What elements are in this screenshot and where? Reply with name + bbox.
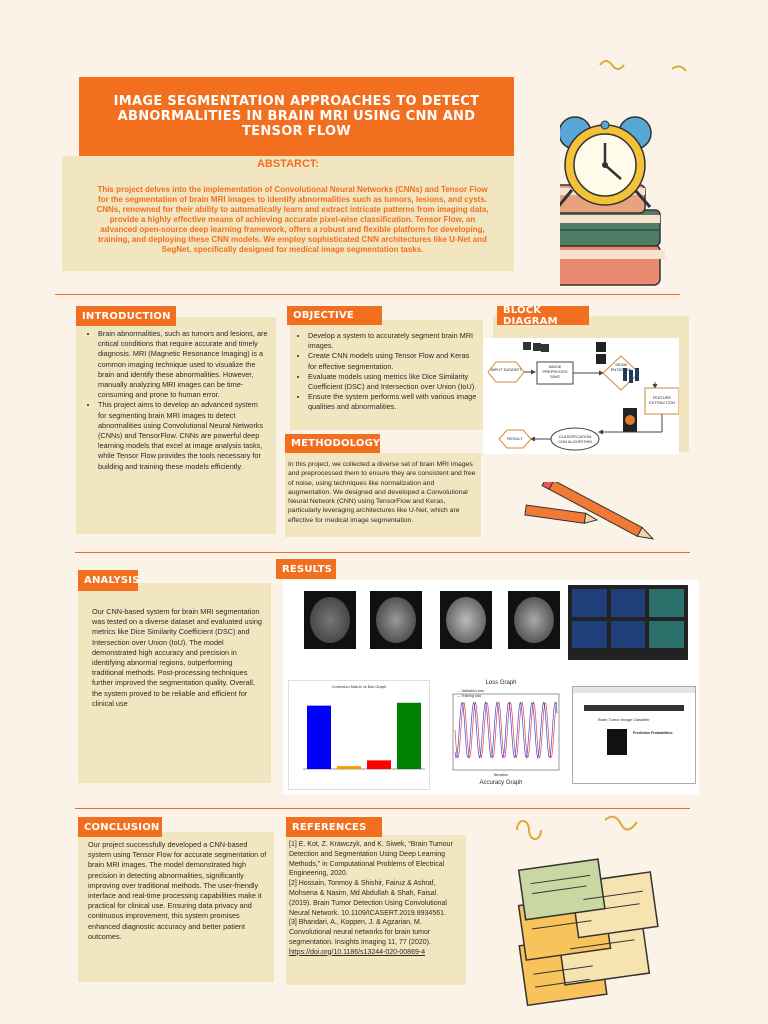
introduction-item: This project aims to develop an advanced… xyxy=(98,400,268,471)
analysis-panel xyxy=(78,583,271,783)
reference-item: [1] E. Kot, Z. Krawczyk, and K. Siwek, “… xyxy=(289,841,453,878)
analysis-text: Our CNN-based system for brain MRI segme… xyxy=(92,607,262,708)
alarm-clock-books-illustration xyxy=(560,60,687,286)
loss-legend: — Validation loss — Training loss xyxy=(457,689,484,698)
conclusion-text: Our project successfully developed a CNN… xyxy=(88,840,267,941)
diagram-node-feature: FEATURE EXTRACTION xyxy=(649,395,675,405)
loss-graph-title: Loss Graph xyxy=(485,680,517,686)
loss-series xyxy=(454,700,558,760)
bar xyxy=(367,760,391,769)
mri-strip xyxy=(290,585,566,659)
mri-image xyxy=(508,591,560,649)
diagram-node-segmentation: SEGM ENTATI ON xyxy=(610,362,632,372)
divider xyxy=(55,294,680,295)
loss-legend-item: Training loss xyxy=(461,694,482,698)
reference-link[interactable]: https://doi.org/10.1186/s13244-020-00869… xyxy=(289,948,426,956)
references-heading: REFERENCES xyxy=(286,817,382,837)
app-screenshot: Brain Tumor Image Classifier Prediction … xyxy=(572,686,696,784)
mri-image xyxy=(370,591,422,649)
objective-panel xyxy=(290,320,483,430)
segmentation-grid xyxy=(568,585,688,660)
block-diagram-heading: BLOCK DIAGRAM xyxy=(497,305,589,327)
bar xyxy=(397,702,421,769)
diagram-node-input: INPUT DATASET xyxy=(490,367,522,372)
app-prediction-label: Prediction Probabilities: xyxy=(633,731,674,735)
abstract-text: This project delves into the implementat… xyxy=(96,185,489,254)
introduction-panel xyxy=(76,317,276,534)
accuracy-caption: Accuracy Graph xyxy=(479,780,523,786)
objective-item: Evaluate models using metrics like Dice … xyxy=(308,372,478,392)
methodology-panel xyxy=(285,453,481,537)
diagram-arrows xyxy=(487,342,679,451)
introduction-text: Brain abnormalities, such as tumors and … xyxy=(88,329,268,472)
references-list: [1] E. Kot, Z. Krawczyk, and K. Siwek, “… xyxy=(289,840,461,958)
reference-item: [2] Hossain, Tonmoy & Shishir, Fairuz & … xyxy=(289,880,447,917)
objective-item: Create CNN models using Tensor Flow and … xyxy=(308,351,478,371)
poster-title: IMAGE SEGMENTATION APPROACHES TO DETECT … xyxy=(79,77,514,156)
conclusion-panel xyxy=(78,832,274,982)
objective-item: Ensure the system performs well with var… xyxy=(308,392,478,412)
references-panel xyxy=(286,835,466,985)
diagram-node-classification: CLASSIFICATION CNN ALGORITHM xyxy=(558,434,592,444)
app-mri-image xyxy=(607,729,627,755)
loss-series xyxy=(454,700,558,760)
reference-item: [3] Bhandari, A., Koppen, J. & Agzarian,… xyxy=(289,919,431,946)
methodology-text: In this project, we collected a diverse … xyxy=(288,461,476,524)
diagram-node-result: RESULT xyxy=(507,436,523,441)
objective-item: Develop a system to accurately segment b… xyxy=(308,331,478,351)
diagram-node-preprocess: IMAGE PREPROCES SING xyxy=(542,364,568,379)
sticky-notes-illustration xyxy=(516,815,659,1007)
objective-text: Develop a system to accurately segment b… xyxy=(298,331,478,413)
results-heading: RESULTS xyxy=(276,559,336,579)
loss-graph-svg xyxy=(452,693,560,771)
loss-legend-item: Validation loss xyxy=(461,689,484,693)
abstract-panel xyxy=(62,156,514,271)
mri-image xyxy=(304,591,356,649)
block-diagram: INPUT DATASET IMAGE PREPROCES SING SEGM … xyxy=(483,338,679,454)
bar-chart: Confusion Matrix vs Bar Graph xyxy=(288,680,430,790)
loss-graph: Loss Graph Iteration Accuracy Graph — Va… xyxy=(437,680,565,788)
conclusion-heading: CONCLUSION xyxy=(78,817,162,837)
app-title: Brain Tumor Image Classifier xyxy=(598,717,650,722)
bar xyxy=(337,766,361,769)
divider xyxy=(75,808,690,809)
objective-heading: OBJECTIVE xyxy=(287,306,382,325)
bar-chart-svg xyxy=(303,702,425,770)
mri-image xyxy=(440,591,492,649)
bar xyxy=(307,705,331,769)
loss-graph-xlabel: Iteration xyxy=(493,772,509,777)
introduction-heading: INTRODUCTION xyxy=(76,306,176,326)
introduction-item: Brain abnormalities, such as tumors and … xyxy=(98,329,268,400)
abstract-heading: ABSTARCT: xyxy=(256,158,320,170)
divider xyxy=(75,552,690,553)
loss-graph-frame xyxy=(452,693,560,771)
analysis-heading: ANALYSIS xyxy=(78,570,139,591)
bar-chart-title: Confusion Matrix vs Bar Graph xyxy=(331,684,387,689)
pencils-illustration xyxy=(524,482,655,540)
methodology-heading: METHODOLOGY xyxy=(285,434,380,453)
